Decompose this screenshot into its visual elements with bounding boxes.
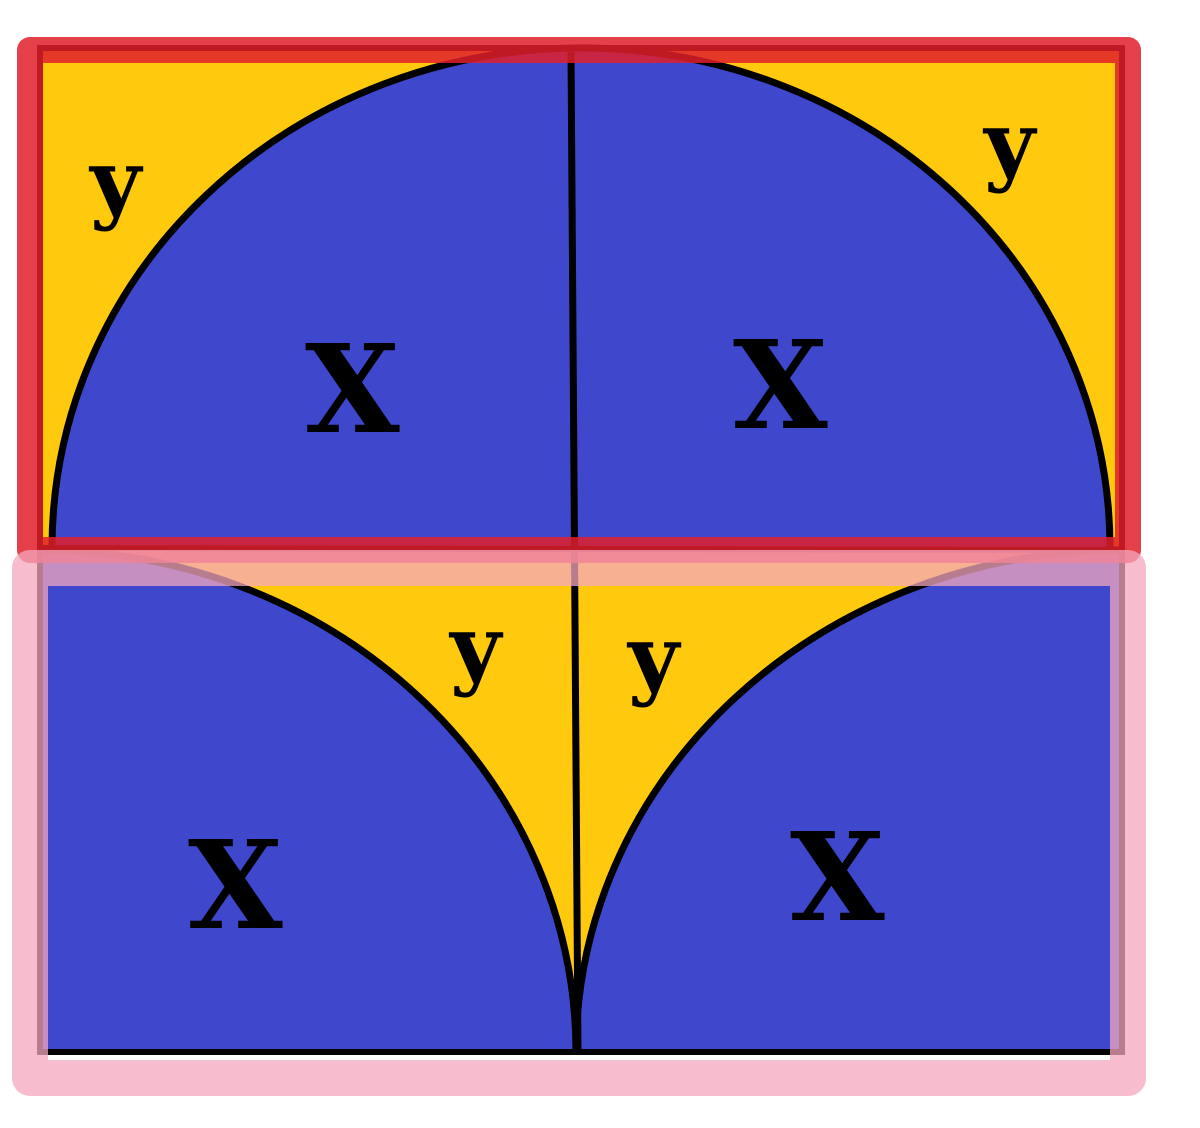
bottom-left-quarter-circle — [40, 550, 576, 1052]
bottom-right-quarter-circle — [576, 550, 1122, 1052]
top-semicircle — [52, 48, 1110, 548]
bottom-rectangle — [39, 546, 1123, 1053]
label-x-top-left: X — [305, 317, 400, 461]
label-x-top-right: X — [733, 313, 828, 457]
label-y-top-left: y — [88, 129, 144, 233]
top-rectangle — [40, 44, 1122, 549]
label-y-bottom-right: y — [626, 605, 682, 709]
label-y-bottom-left: y — [448, 595, 504, 699]
label-x-bottom-right: X — [790, 805, 885, 949]
bottom-pink-highlight — [12, 550, 1146, 1096]
label-y-top-right: y — [982, 91, 1038, 195]
label-x-bottom-left: X — [188, 813, 283, 957]
